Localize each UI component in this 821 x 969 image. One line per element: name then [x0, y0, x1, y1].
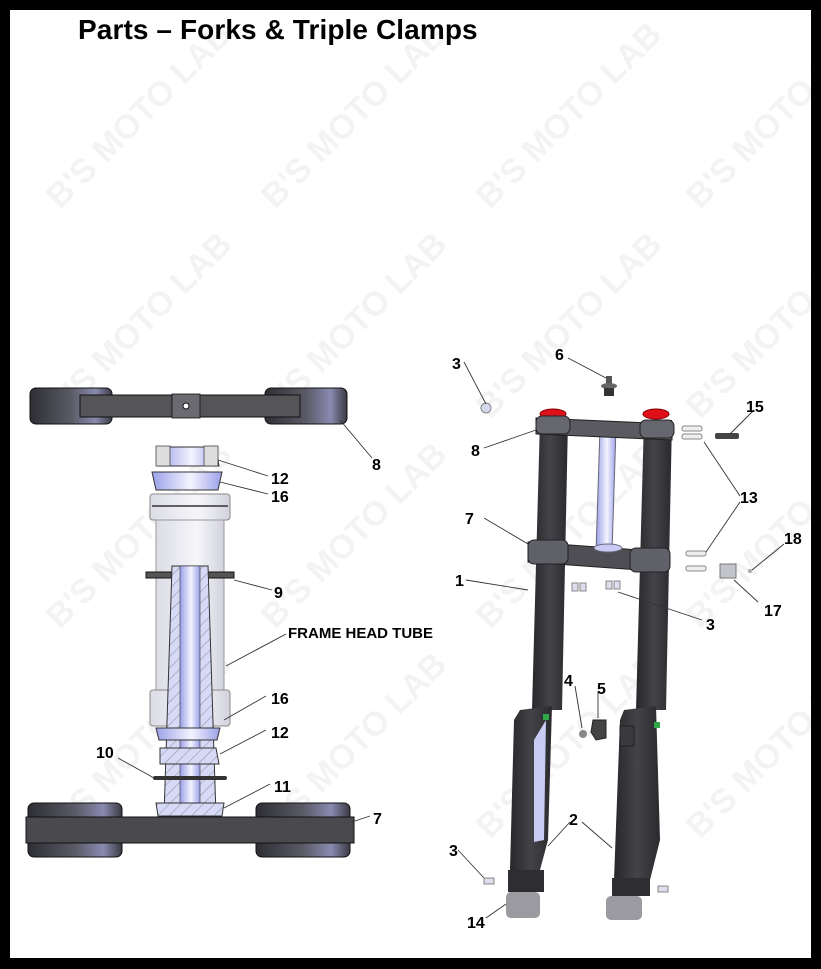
callout-7: 7	[465, 511, 474, 528]
callout-6: 6	[555, 347, 564, 364]
svg-text:B'S MOTO LAB: B'S MOTO LAB	[469, 15, 669, 215]
callout-18: 18	[784, 531, 802, 548]
callout-11: 11	[274, 779, 291, 796]
svg-text:B'S MOTO LAB: B'S MOTO LAB	[679, 225, 811, 425]
callout-13: 13	[740, 490, 758, 507]
callout-10: 10	[96, 745, 114, 762]
upper-triple-clamp-iso	[535, 415, 675, 441]
callout-16-lower: 16	[271, 691, 289, 708]
callout-5: 5	[597, 681, 606, 698]
svg-text:B'S MOTO LAB: B'S MOTO LAB	[39, 15, 239, 215]
callout-14: 14	[467, 915, 485, 932]
right-fork-leg	[606, 420, 672, 920]
svg-text:B'S MOTO LAB: B'S MOTO LAB	[254, 15, 454, 215]
svg-text:B'S MOTO LAB: B'S MOTO LAB	[469, 225, 669, 425]
callout-12-lower: 12	[271, 725, 289, 742]
right-diagram: 3 6 15 8 13 7 18 1 17 3 4 5 2 3 14	[449, 347, 802, 932]
callout-8: 8	[372, 457, 381, 474]
callout-3-top: 3	[452, 356, 461, 373]
callout-1: 1	[455, 573, 464, 590]
callout-17: 17	[764, 603, 782, 620]
callout-15: 15	[746, 399, 764, 416]
lower-triple-clamp-iso	[527, 539, 671, 573]
callout-12-upper: 12	[271, 471, 289, 488]
lower-triple-clamp	[25, 802, 355, 858]
callout-4: 4	[564, 673, 573, 690]
callout-3-middle: 3	[706, 617, 715, 634]
callout-9: 9	[274, 585, 283, 602]
upper-triple-clamp	[29, 387, 348, 425]
callout-7: 7	[373, 811, 382, 828]
parts-page: Parts – Forks & Triple Clamps B'S MOTO L…	[10, 10, 811, 958]
left-fork-leg	[506, 420, 568, 918]
callout-8: 8	[471, 443, 480, 460]
page-title: Parts – Forks & Triple Clamps	[78, 14, 478, 45]
callout-3-bottom: 3	[449, 843, 458, 860]
svg-text:B'S MOTO LAB: B'S MOTO LAB	[679, 15, 811, 215]
callout-16-upper: 16	[271, 489, 289, 506]
svg-text:B'S MOTO LAB: B'S MOTO LAB	[254, 435, 454, 635]
callout-2: 2	[569, 812, 578, 829]
svg-text:B'S MOTO LAB: B'S MOTO LAB	[679, 645, 811, 845]
left-diagram: 8 12 16 9 FRAME HEAD TUBE 16 12 10 11 7	[25, 387, 433, 858]
parts-diagram: B'S MOTO LAB B'S MOTO LAB B'S MOTO LAB B…	[25, 15, 811, 932]
callout-frame-head-tube: FRAME HEAD TUBE	[288, 625, 433, 642]
